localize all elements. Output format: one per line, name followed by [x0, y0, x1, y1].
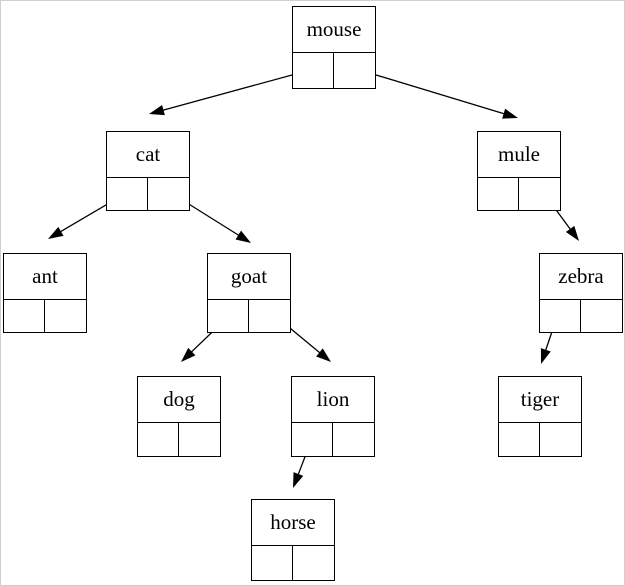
edge-arrowhead — [293, 472, 304, 488]
node-label-mule: mule — [478, 132, 560, 178]
edge-arrow-mouse-right-mule — [352, 67, 518, 119]
edge-line — [352, 67, 507, 116]
node-label-goat: goat — [208, 254, 290, 300]
node-label-cat: cat — [107, 132, 189, 178]
node-pointers-dog — [138, 423, 220, 456]
right-pointer-cell-tiger[interactable] — [540, 423, 581, 456]
tree-node-horse[interactable]: horse — [251, 499, 335, 581]
node-label-dog: dog — [138, 377, 220, 423]
edge-arrowhead — [181, 347, 196, 362]
edge-arrowhead — [149, 105, 165, 116]
right-pointer-cell-dog[interactable] — [179, 423, 220, 456]
node-pointers-zebra — [540, 300, 622, 332]
node-label-lion: lion — [292, 377, 374, 423]
node-pointers-goat — [208, 300, 290, 332]
edge-arrow-mouse-left-cat — [149, 68, 315, 116]
node-pointers-mouse — [293, 53, 375, 88]
tree-node-tiger[interactable]: tiger — [498, 376, 582, 457]
tree-node-lion[interactable]: lion — [291, 376, 375, 457]
node-label-horse: horse — [252, 500, 334, 546]
left-pointer-cell-goat[interactable] — [208, 300, 249, 332]
edge-arrowhead — [48, 226, 64, 239]
node-label-mouse: mouse — [293, 7, 375, 53]
left-pointer-cell-ant[interactable] — [4, 300, 45, 332]
right-pointer-cell-ant[interactable] — [45, 300, 86, 332]
node-pointers-tiger — [499, 423, 581, 456]
right-pointer-cell-cat[interactable] — [148, 178, 189, 210]
left-pointer-cell-lion[interactable] — [292, 423, 333, 456]
tree-node-mule[interactable]: mule — [477, 131, 561, 211]
left-pointer-cell-zebra[interactable] — [540, 300, 581, 332]
left-pointer-cell-tiger[interactable] — [499, 423, 540, 456]
edge-arrowhead — [316, 348, 331, 362]
right-pointer-cell-horse[interactable] — [293, 546, 334, 580]
tree-node-cat[interactable]: cat — [106, 131, 190, 211]
node-pointers-mule — [478, 178, 560, 210]
node-pointers-cat — [107, 178, 189, 210]
right-pointer-cell-zebra[interactable] — [581, 300, 622, 332]
node-pointers-ant — [4, 300, 86, 332]
node-label-tiger: tiger — [499, 377, 581, 423]
right-pointer-cell-mouse[interactable] — [334, 53, 375, 88]
tree-node-ant[interactable]: ant — [3, 253, 87, 333]
left-pointer-cell-cat[interactable] — [107, 178, 148, 210]
edge-arrowhead — [540, 348, 551, 364]
edge-arrowhead — [502, 108, 518, 119]
left-pointer-cell-dog[interactable] — [138, 423, 179, 456]
edge-arrowhead — [565, 225, 579, 241]
right-pointer-cell-goat[interactable] — [249, 300, 290, 332]
tree-node-dog[interactable]: dog — [137, 376, 221, 457]
right-pointer-cell-lion[interactable] — [333, 423, 374, 456]
edge-arrowhead — [235, 230, 251, 243]
tree-node-goat[interactable]: goat — [207, 253, 291, 333]
node-label-zebra: zebra — [540, 254, 622, 300]
tree-node-mouse[interactable]: mouse — [292, 6, 376, 89]
node-label-ant: ant — [4, 254, 86, 300]
left-pointer-cell-horse[interactable] — [252, 546, 293, 580]
right-pointer-cell-mule[interactable] — [519, 178, 560, 210]
left-pointer-cell-mule[interactable] — [478, 178, 519, 210]
left-pointer-cell-mouse[interactable] — [293, 53, 334, 88]
node-pointers-horse — [252, 546, 334, 580]
edge-line — [160, 68, 315, 112]
tree-node-zebra[interactable]: zebra — [539, 253, 623, 333]
node-pointers-lion — [292, 423, 374, 456]
